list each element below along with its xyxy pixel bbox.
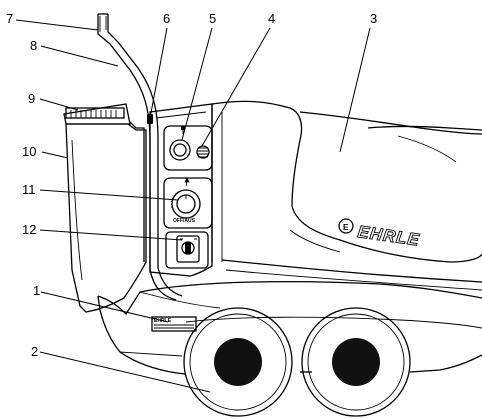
callout-10: 10	[22, 144, 36, 159]
pilot-light	[196, 145, 210, 159]
svg-text:E: E	[343, 223, 349, 232]
callout-5: 5	[209, 11, 216, 26]
callout-7: 7	[6, 11, 13, 26]
callout-4: 4	[268, 11, 275, 26]
control-panel	[149, 103, 213, 277]
callout-8: 8	[30, 38, 37, 53]
callout-3: 3	[370, 11, 377, 26]
rotary-selector	[176, 235, 200, 263]
leader-lines	[15, 19, 371, 393]
callout-12: 12	[22, 222, 36, 237]
key-switch	[169, 126, 191, 161]
type-plate: EHRLE	[151, 316, 197, 332]
cover	[211, 100, 482, 263]
cable-connector	[147, 114, 153, 124]
front-wheel	[183, 307, 293, 417]
push-handle	[97, 13, 183, 301]
callout-11: 11	[22, 182, 36, 197]
callout-6: 6	[163, 11, 170, 26]
machine-body	[97, 259, 482, 375]
callout-2: 2	[31, 344, 38, 359]
callout-9: 9	[28, 91, 35, 106]
tank	[65, 121, 147, 313]
switch-label: OFF/AUS	[173, 218, 196, 224]
main-switch: OFF/AUS	[171, 177, 201, 224]
callout-labels: 7 8 9 10 11 12 1 2 3 4 5 6	[6, 11, 377, 359]
brand-text: EHRLE	[356, 222, 421, 250]
brand-logo: E EHRLE	[338, 218, 422, 250]
callout-1: 1	[33, 283, 40, 298]
tank-lid	[63, 103, 131, 125]
rear-wheel	[301, 307, 411, 417]
